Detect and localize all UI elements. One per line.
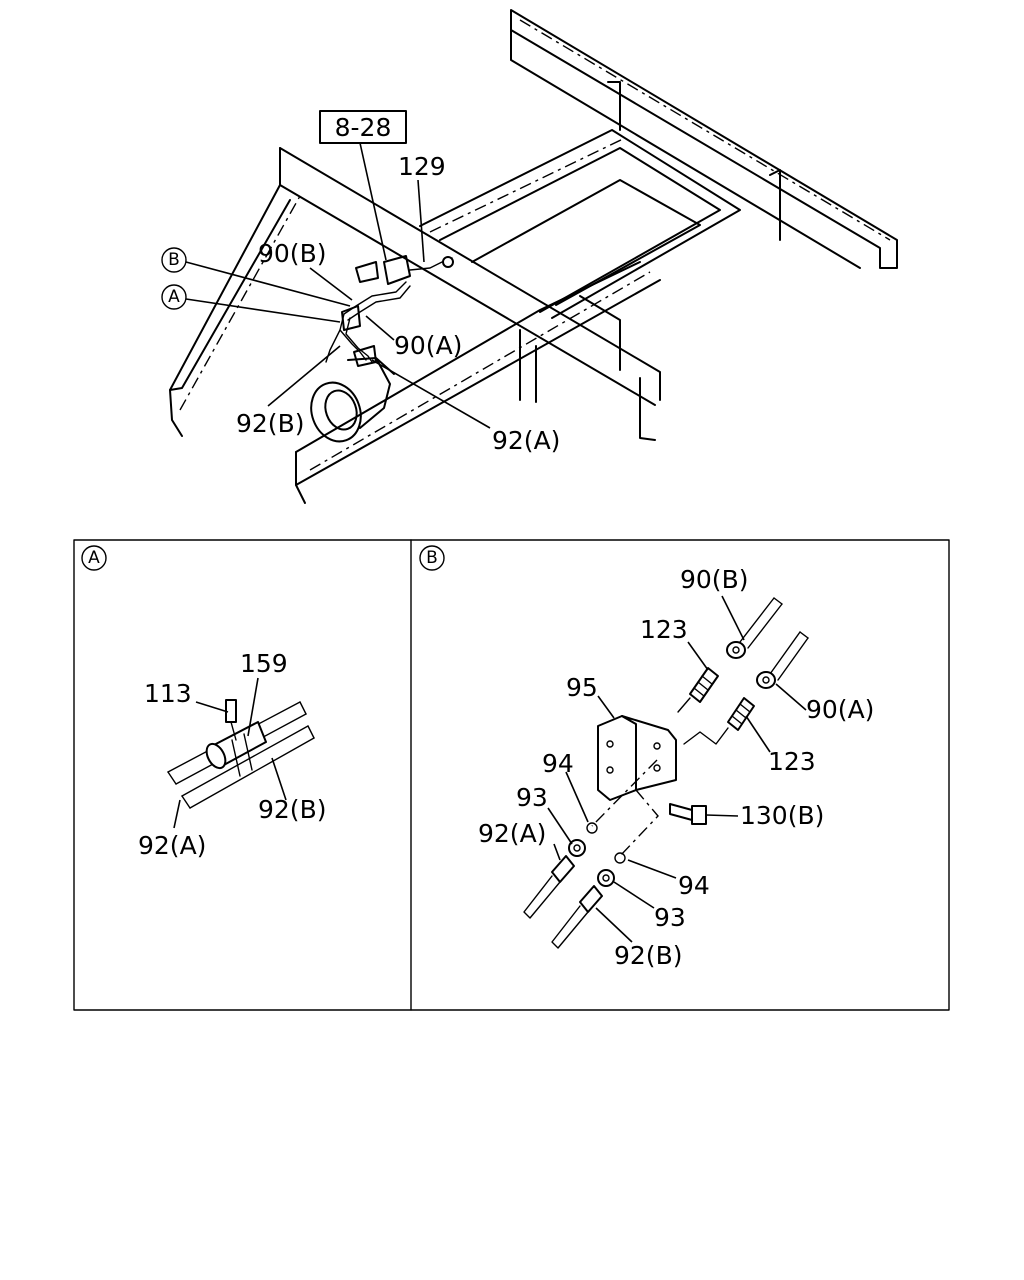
- callout-a-marker: A: [161, 284, 187, 310]
- label-159: 159: [240, 649, 288, 678]
- detail-a-clip-drawing: [167, 699, 315, 809]
- detail-panels-frame: [73, 539, 950, 1011]
- callout-b-marker: B: [161, 247, 187, 273]
- label-93-top: 93: [516, 783, 548, 812]
- main-leader-lines: [185, 142, 491, 429]
- detail-b-tag: B: [426, 548, 438, 568]
- label-90b: 90(B): [258, 239, 326, 268]
- label-90b-detail-b: 90(B): [680, 565, 748, 594]
- ref-box-label: 8-28: [335, 113, 392, 142]
- detail-b-bracket-drawing: [523, 597, 809, 949]
- detail-a-panel: A 113 159 92(B) 92(A): [81, 545, 326, 860]
- label-90a-detail-b: 90(A): [806, 695, 874, 724]
- label-123-mid: 123: [768, 747, 816, 776]
- callout-b-letter: B: [168, 250, 180, 270]
- ref-box-frame: [319, 110, 407, 144]
- label-92b-detail-b: 92(B): [614, 941, 682, 970]
- label-95: 95: [566, 673, 598, 702]
- label-94-bottom: 94: [678, 871, 710, 900]
- detail-a-tag: A: [88, 548, 100, 568]
- label-94-top: 94: [542, 749, 574, 778]
- label-92b-detail-a: 92(B): [258, 795, 326, 824]
- label-90a: 90(A): [394, 331, 462, 360]
- chassis-frame-drawing: [169, 9, 898, 504]
- label-93-bottom: 93: [654, 903, 686, 932]
- callout-a-letter: A: [168, 287, 180, 307]
- label-113: 113: [144, 679, 192, 708]
- label-92a-detail-b: 92(A): [478, 819, 546, 848]
- label-92a-detail-a: 92(A): [138, 831, 206, 860]
- label-92b: 92(B): [236, 409, 304, 438]
- brake-pipe-routing: [325, 255, 454, 367]
- detail-b-panel: B: [419, 545, 874, 970]
- label-130b: 130(B): [740, 801, 824, 830]
- label-92a: 92(A): [492, 426, 560, 455]
- label-129: 129: [398, 152, 446, 181]
- label-123-top: 123: [640, 615, 688, 644]
